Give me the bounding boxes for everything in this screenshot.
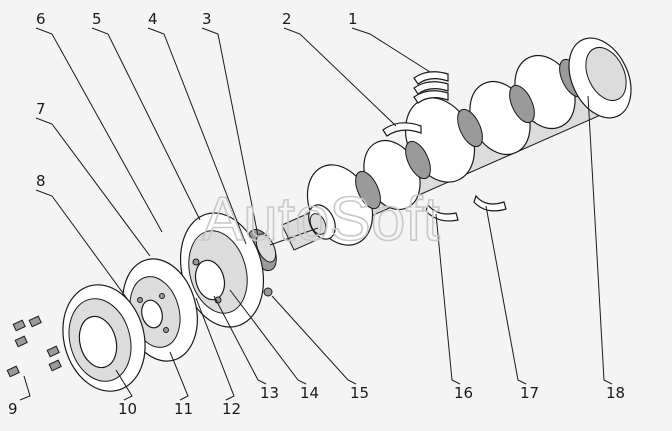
- callout-3: 3: [202, 10, 212, 28]
- watermark-text: AutoSoft: [202, 185, 440, 254]
- crankshaft: [281, 37, 632, 251]
- callout-7: 7: [36, 100, 46, 118]
- callout-14: 14: [300, 384, 319, 402]
- callout-5: 5: [92, 10, 102, 28]
- callout-1: 1: [348, 10, 358, 28]
- bearing-shells: [382, 71, 507, 222]
- callout-18: 18: [606, 384, 625, 402]
- callout-6: 6: [36, 10, 46, 28]
- callout-13: 13: [260, 384, 279, 402]
- callout-12: 12: [222, 400, 241, 418]
- callout-17: 17: [520, 384, 539, 402]
- callout-labels: 1 2 3 4 5 6 7 8 9 10 11 12 13 14 15 16 1…: [8, 10, 625, 418]
- callout-4: 4: [148, 10, 158, 28]
- callout-10: 10: [118, 400, 137, 418]
- bolts: [6, 315, 62, 378]
- leader-lines: [19, 27, 613, 401]
- callout-8: 8: [36, 172, 46, 190]
- callout-9: 9: [8, 400, 18, 418]
- callout-16: 16: [454, 384, 473, 402]
- pulley-outer: [62, 284, 146, 392]
- callout-11: 11: [174, 400, 193, 418]
- callout-15: 15: [350, 384, 369, 402]
- callout-2: 2: [282, 10, 292, 28]
